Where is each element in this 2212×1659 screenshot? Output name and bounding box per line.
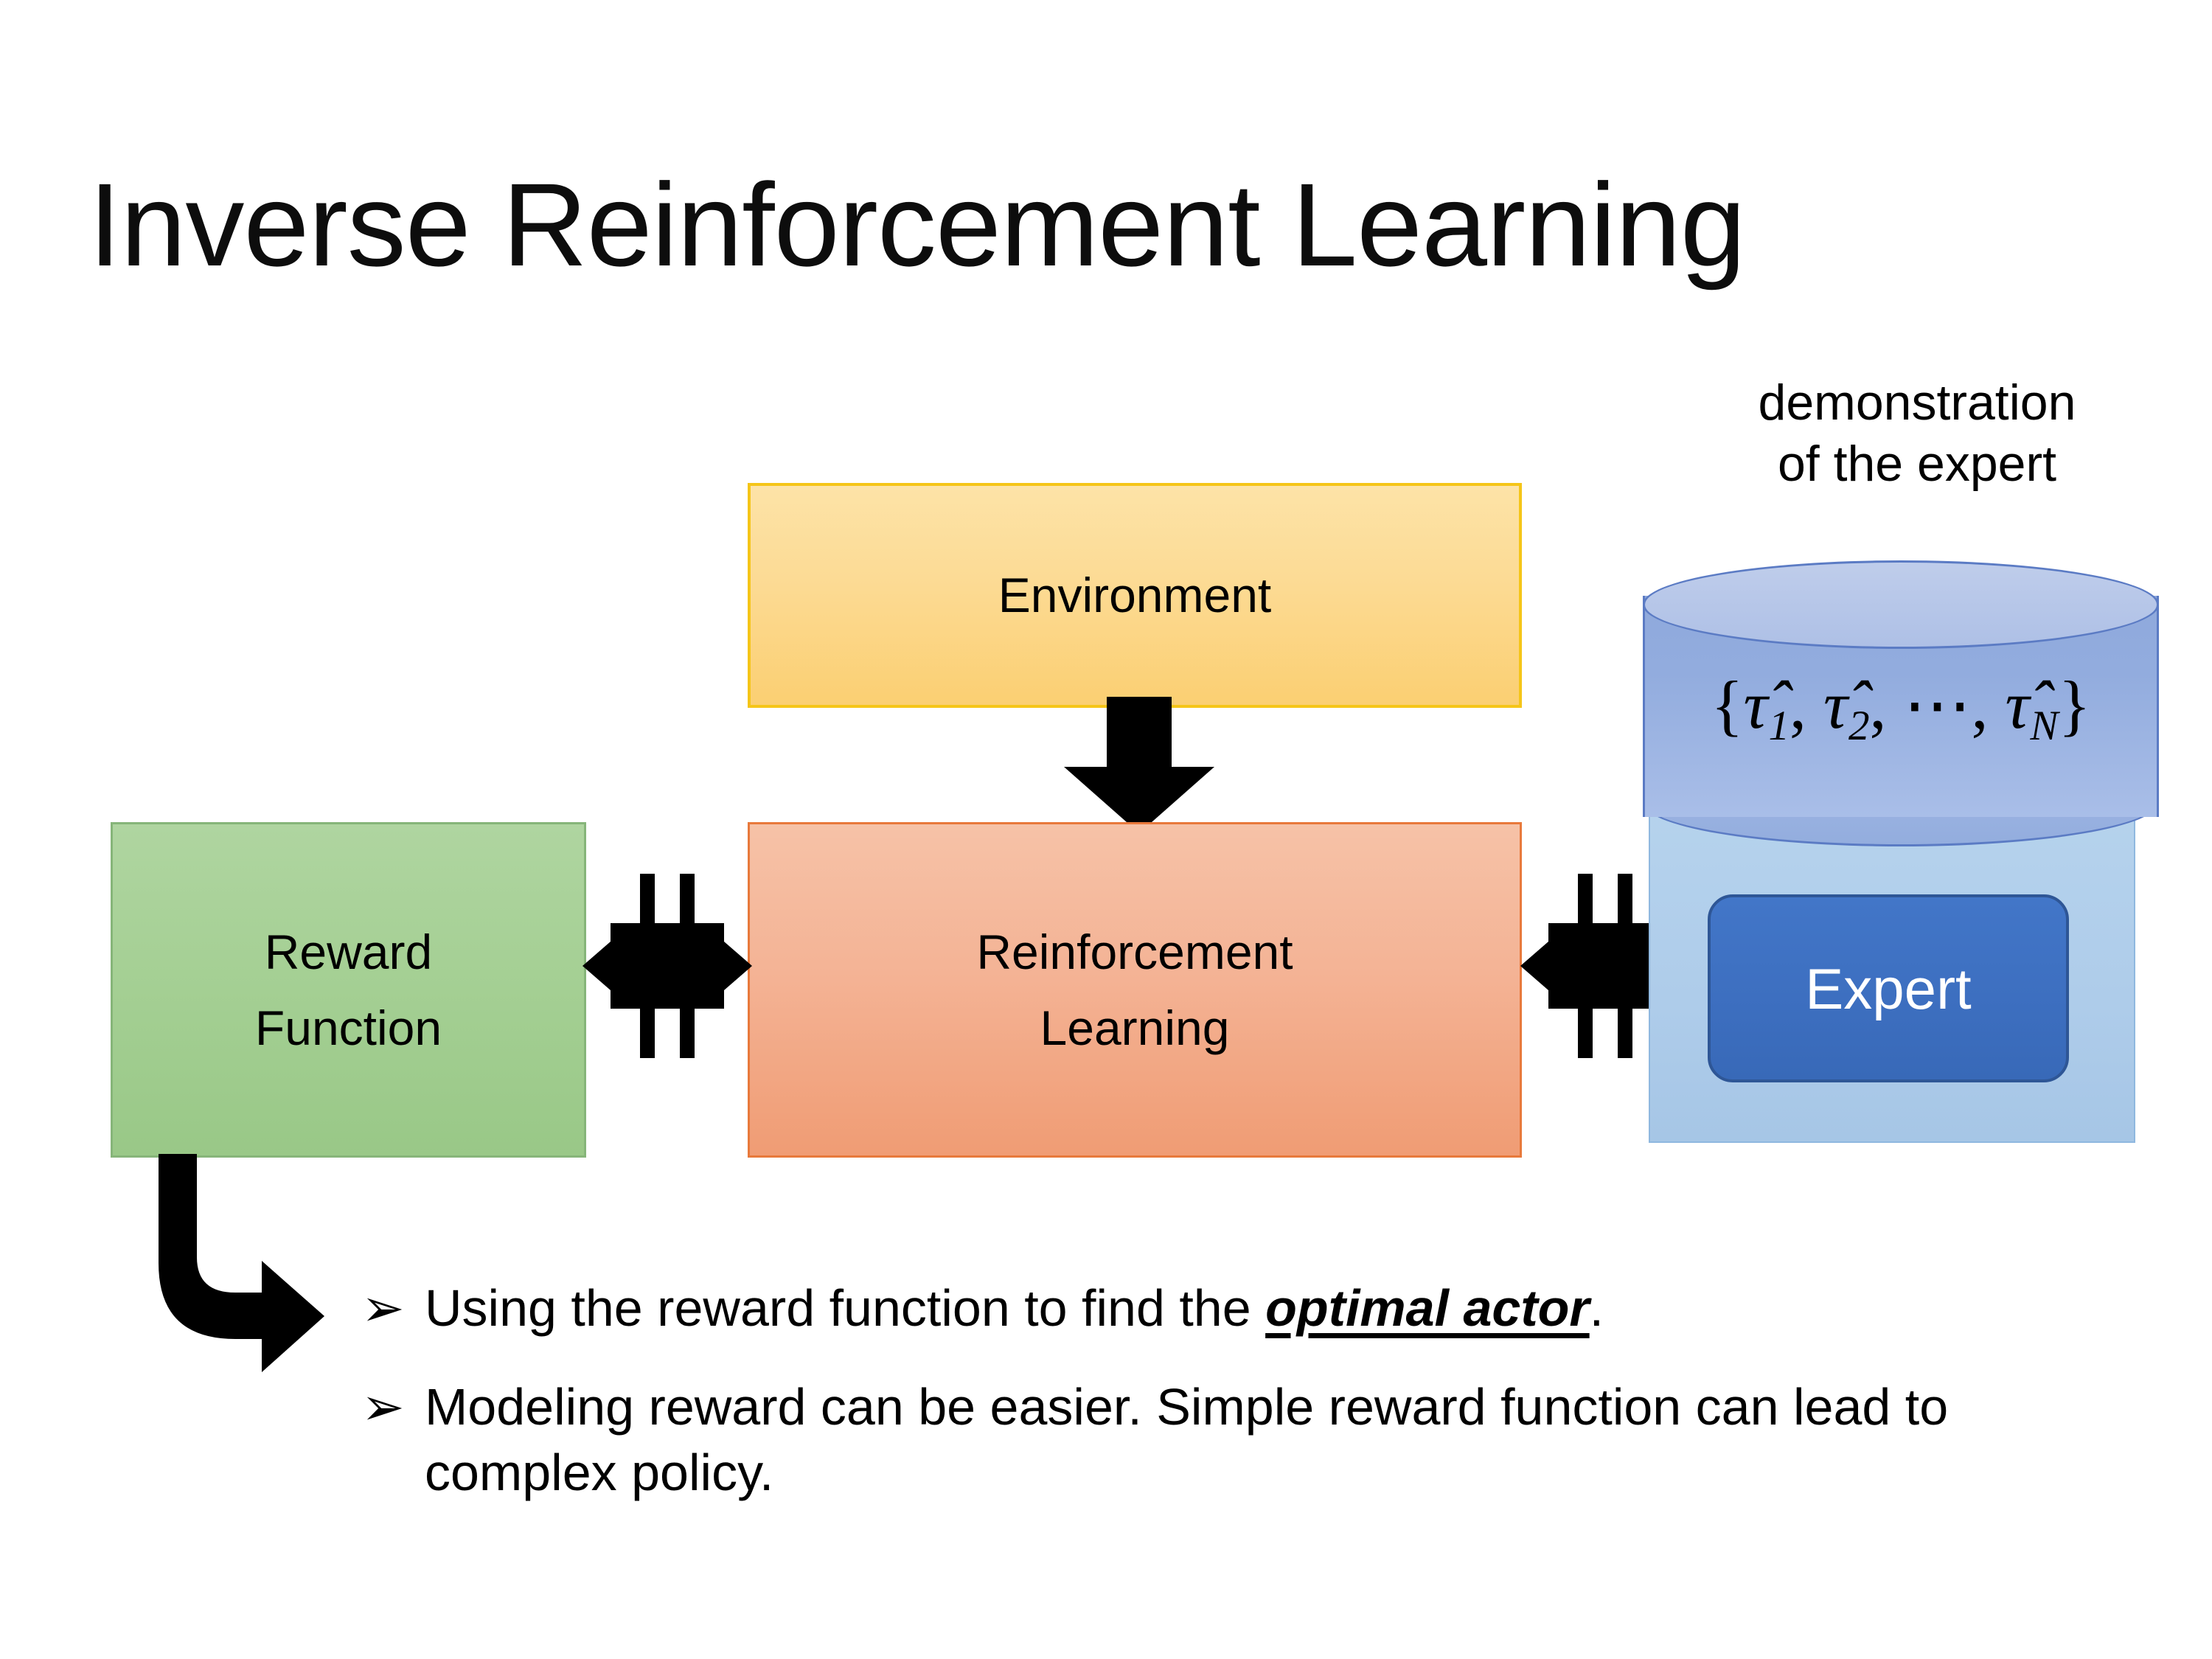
formula-close-brace: } (2058, 667, 2091, 742)
demonstration-caption-line2: of the expert (1777, 435, 2057, 492)
formula-sep2: , ⋯, (1869, 667, 2006, 742)
environment-node-label: Environment (998, 567, 1272, 622)
environment-to-rl-arrow (1064, 697, 1214, 833)
trajectory-set-formula: {τ̂1, τ̂2, ⋯, τ̂N} (1643, 671, 2159, 747)
bullet-arrow-icon: ➢ (361, 1376, 405, 1437)
demonstration-caption-line1: demonstration (1758, 375, 2076, 431)
expert-node-label: Expert (1805, 956, 1972, 1021)
bullet-text-2: Modeling reward can be easier. Simple re… (425, 1374, 2101, 1506)
bullet-text-1: Using the reward function to find the op… (425, 1276, 2101, 1342)
reinforcement-learning-node-label: Reinforcement Learning (976, 914, 1293, 1065)
reward-label-line2: Function (254, 1000, 442, 1055)
list-item: ➢ Modeling reward can be easier. Simple … (361, 1374, 2101, 1506)
reward-function-node-label: Reward Function (255, 914, 442, 1065)
expert-node: Expert (1708, 894, 2069, 1082)
formula-item3-subscript: N (2030, 702, 2059, 749)
bullet-1-emphasis: optimal actor (1265, 1279, 1590, 1337)
rl-label-line1: Reinforcement (976, 925, 1293, 980)
formula-item3: τ̂ (2005, 667, 2030, 742)
reward-function-node: Reward Function (111, 822, 586, 1158)
reward-to-bullet-bent-arrow (159, 1154, 324, 1372)
bullet-1-prefix: Using the reward function to find the (425, 1279, 1266, 1337)
formula-item1: τ̂ (1743, 667, 1768, 742)
demonstration-cylinder: {τ̂1, τ̂2, ⋯, τ̂N} (1643, 560, 2159, 855)
rl-expert-quad-arrow (1520, 874, 1690, 1058)
reward-label-line1: Reward (264, 925, 433, 980)
list-item: ➢ Using the reward function to find the … (361, 1276, 2101, 1342)
reward-rl-quad-arrow (582, 874, 752, 1058)
formula-item2: τ̂ (1823, 667, 1848, 742)
formula-item1-subscript: 1 (1768, 702, 1790, 749)
rl-label-line2: Learning (1040, 1000, 1230, 1055)
bullet-arrow-icon: ➢ (361, 1278, 405, 1338)
formula-item2-subscript: 2 (1848, 702, 1870, 749)
formula-sep1: , (1790, 667, 1823, 742)
bullet-list: ➢ Using the reward function to find the … (361, 1276, 2101, 1539)
cylinder-top-ellipse (1643, 560, 2159, 649)
bullet-2-prefix: Modeling reward can be easier. Simple re… (425, 1377, 1949, 1502)
formula-open-brace: { (1711, 667, 1744, 742)
environment-node: Environment (748, 483, 1522, 708)
page-title: Inverse Reinforcement Learning (88, 159, 1746, 291)
demonstration-caption: demonstration of the expert (1644, 372, 2190, 495)
reinforcement-learning-node: Reinforcement Learning (748, 822, 1522, 1158)
bullet-1-suffix: . (1589, 1279, 1604, 1337)
